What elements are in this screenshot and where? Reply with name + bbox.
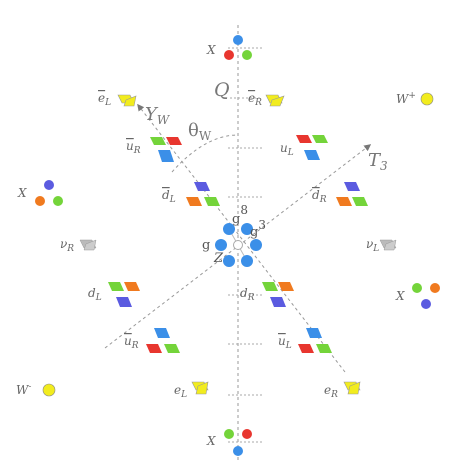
svg-text:eL: eL <box>174 383 187 400</box>
neutrino-right-handed: νR <box>60 237 97 254</box>
yw-axis <box>137 103 346 373</box>
q-axis-ticks <box>228 47 262 443</box>
svg-text:uL: uL <box>278 334 292 351</box>
g8-label: g8 <box>232 203 248 227</box>
up-left-handed: uL <box>280 135 328 160</box>
svg-text:uR: uR <box>126 139 141 156</box>
g-left-label: g <box>202 238 210 253</box>
yw-axis-label: YW <box>145 104 171 127</box>
gluon-cluster: g8 g3 g Z <box>202 203 266 267</box>
svg-text:dL: dL <box>162 188 176 205</box>
down-left-handed: dL <box>88 282 140 307</box>
anti-up-lower-right: uL <box>278 328 332 353</box>
svg-text:νR: νR <box>60 237 74 254</box>
svg-text:uR: uR <box>124 334 139 351</box>
svg-text:νL: νL <box>366 237 379 254</box>
photon-dot <box>233 240 243 250</box>
svg-text:X: X <box>206 43 216 57</box>
q-axis-label: Q <box>214 79 230 101</box>
z-label: Z <box>213 251 224 266</box>
x-boson-right: X <box>395 283 440 309</box>
svg-text:dR: dR <box>312 188 327 205</box>
theta-w-label: θW <box>188 120 212 143</box>
svg-text:eL: eL <box>98 91 111 108</box>
svg-text:W+: W+ <box>396 91 416 106</box>
anti-down-right-handed: dR <box>312 182 368 206</box>
gluon-dot <box>215 239 227 251</box>
svg-text:W-: W- <box>16 382 31 397</box>
svg-text:eR: eR <box>324 383 338 400</box>
svg-text:dR: dR <box>240 286 255 303</box>
anti-up-right-handed: uR <box>126 137 182 162</box>
svg-text:dL: dL <box>88 286 102 303</box>
gluon-dot <box>250 239 262 251</box>
neutrino-left-handed: νL <box>366 237 397 254</box>
gluon-dot <box>241 255 253 267</box>
x-boson-top: X <box>206 35 252 60</box>
x-boson-bottom: X <box>206 429 252 456</box>
gluon-dot <box>223 255 235 267</box>
svg-text:X: X <box>206 434 216 448</box>
w-minus-boson: W- <box>16 382 56 397</box>
anti-down-left-handed: dL <box>162 182 220 206</box>
gluon-dot <box>223 223 235 235</box>
gluon-dot <box>241 223 253 235</box>
svg-text:eR: eR <box>248 91 262 108</box>
x-boson-left: X <box>17 180 63 206</box>
t3-axis <box>104 144 372 349</box>
svg-text:uL: uL <box>280 141 294 158</box>
w-plus-boson: W+ <box>396 91 434 106</box>
electron-right-handed: eR <box>324 381 361 400</box>
down-right-handed: dR <box>240 282 294 307</box>
svg-text:X: X <box>17 186 27 200</box>
anti-up-lower-left: uR <box>124 328 180 353</box>
theta-w-arc <box>171 134 239 173</box>
g3-label: g3 <box>250 218 266 240</box>
svg-text:X: X <box>395 289 405 303</box>
anti-electron-right: eR <box>248 91 285 108</box>
t3-axis-label: T3 <box>368 150 388 173</box>
anti-electron-left: eL <box>98 91 137 108</box>
electron-left-handed: eL <box>174 381 209 400</box>
